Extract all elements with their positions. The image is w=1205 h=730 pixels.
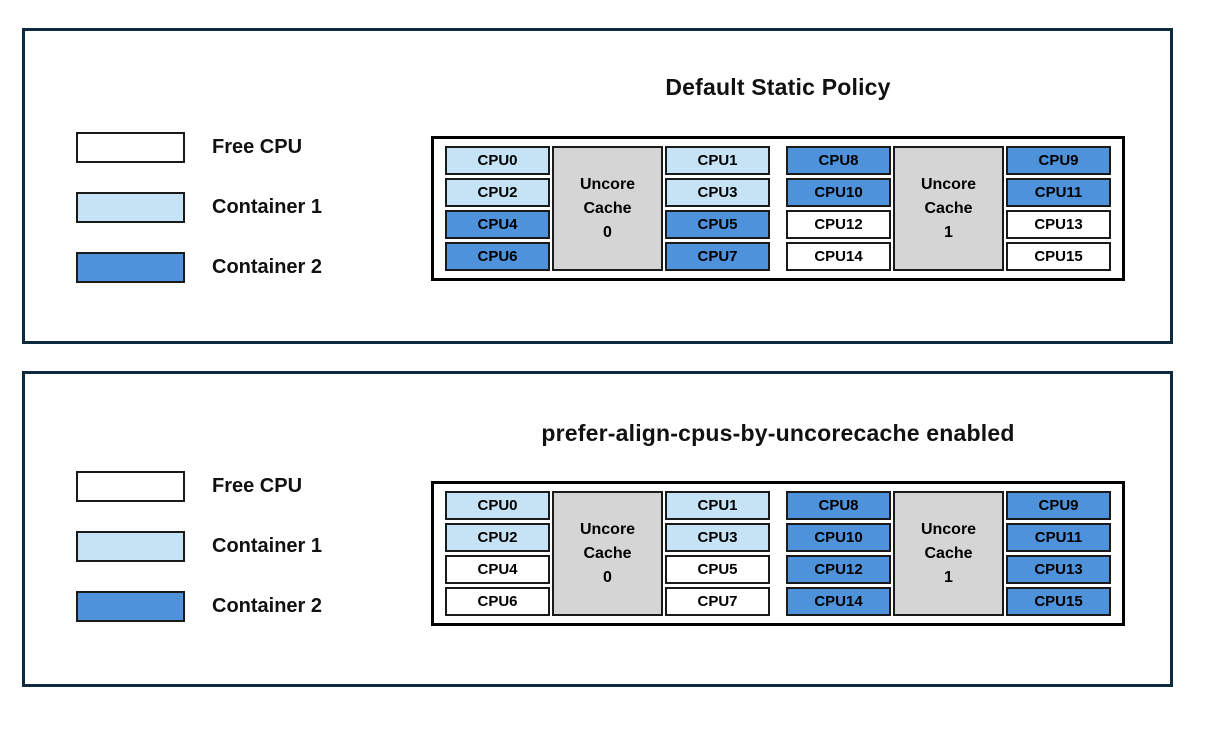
cpu-column-right: CPU1 CPU3 CPU5 CPU7 (665, 491, 770, 616)
legend-label: Container 1 (212, 196, 323, 218)
cpu-diagram: CPU0 CPU2 CPU4 CPU6 Uncore Cache 0 CPU1 … (431, 481, 1125, 626)
cpu-cell-cpu8: CPU8 (786, 491, 891, 520)
cpu-cell-cpu13: CPU13 (1006, 210, 1111, 239)
panel-default-static-policy: Default Static Policy Free CPU Container… (22, 28, 1173, 344)
legend-label: Container 2 (212, 256, 323, 278)
cpu-column-left: CPU0 CPU2 CPU4 CPU6 (445, 491, 550, 616)
uncore-group-0: CPU0 CPU2 CPU4 CPU6 Uncore Cache 0 CPU1 … (445, 146, 770, 271)
legend-swatch-free-cpu (76, 132, 185, 163)
legend-swatch-container-1 (76, 531, 185, 562)
cpu-cell-cpu7: CPU7 (665, 587, 770, 616)
cpu-cell-cpu5: CPU5 (665, 210, 770, 239)
uncore-cache-label-line: Cache (924, 544, 973, 562)
cpu-cell-cpu0: CPU0 (445, 146, 550, 175)
legend-item-container-2: Container 2 (76, 591, 322, 622)
legend-label: Free CPU (212, 136, 303, 158)
legend-item-container-2: Container 2 (76, 252, 322, 283)
cpu-cell-cpu9: CPU9 (1006, 146, 1111, 175)
cpu-cell-cpu7: CPU7 (665, 242, 770, 271)
uncore-cache-label-line: 1 (944, 223, 953, 241)
cpu-cell-cpu1: CPU1 (665, 146, 770, 175)
uncore-group-1: CPU8 CPU10 CPU12 CPU14 Uncore Cache 1 CP… (786, 146, 1111, 271)
uncore-cache-label-line: Cache (583, 544, 632, 562)
uncore-group-0: CPU0 CPU2 CPU4 CPU6 Uncore Cache 0 CPU1 … (445, 491, 770, 616)
legend-label: Container 2 (212, 595, 323, 617)
uncore-cache-label-line: Uncore (920, 520, 977, 538)
cpu-cell-cpu12: CPU12 (786, 555, 891, 584)
legend-swatch-container-2 (76, 591, 185, 622)
uncore-cache-label-line: 1 (944, 568, 953, 586)
cpu-cell-cpu1: CPU1 (665, 491, 770, 520)
legend-swatch-container-1 (76, 192, 185, 223)
cpu-cell-cpu15: CPU15 (1006, 587, 1111, 616)
uncore-cache-1-box: Uncore Cache 1 (893, 146, 1004, 271)
cpu-column-right: CPU1 CPU3 CPU5 CPU7 (665, 146, 770, 271)
cpu-cell-cpu4: CPU4 (445, 555, 550, 584)
cpu-column-left: CPU8 CPU10 CPU12 CPU14 (786, 491, 891, 616)
legend-swatch-container-2 (76, 252, 185, 283)
cpu-cell-cpu11: CPU11 (1006, 178, 1111, 207)
cpu-cell-cpu14: CPU14 (786, 242, 891, 271)
panel-title: Default Static Policy (665, 74, 891, 100)
cpu-cell-cpu10: CPU10 (786, 523, 891, 552)
legend-item-container-1: Container 1 (76, 192, 322, 223)
cpu-cell-cpu6: CPU6 (445, 587, 550, 616)
legend-swatch-free-cpu (76, 471, 185, 502)
legend-label: Free CPU (212, 475, 303, 497)
cpu-column-right: CPU9 CPU11 CPU13 CPU15 (1006, 491, 1111, 616)
uncore-cache-0-box: Uncore Cache 0 (552, 491, 663, 616)
uncore-cache-label-line: 0 (603, 568, 612, 586)
cpu-cell-cpu11: CPU11 (1006, 523, 1111, 552)
uncore-cache-label-line: Uncore (579, 175, 636, 193)
cpu-cell-cpu9: CPU9 (1006, 491, 1111, 520)
uncore-cache-label-line: 0 (603, 223, 612, 241)
cpu-cell-cpu3: CPU3 (665, 523, 770, 552)
cpu-cell-cpu13: CPU13 (1006, 555, 1111, 584)
cpu-cell-cpu3: CPU3 (665, 178, 770, 207)
cpu-cell-cpu0: CPU0 (445, 491, 550, 520)
cpu-cell-cpu2: CPU2 (445, 178, 550, 207)
legend-item-container-1: Container 1 (76, 531, 322, 562)
cpu-cell-cpu8: CPU8 (786, 146, 891, 175)
uncore-cache-1-box: Uncore Cache 1 (893, 491, 1004, 616)
uncore-cache-label-line: Uncore (579, 520, 636, 538)
cpu-cell-cpu10: CPU10 (786, 178, 891, 207)
cpu-cell-cpu2: CPU2 (445, 523, 550, 552)
cpu-cell-cpu5: CPU5 (665, 555, 770, 584)
cpu-diagram: CPU0 CPU2 CPU4 CPU6 Uncore Cache 0 CPU1 … (431, 136, 1125, 281)
uncore-cache-label-line: Uncore (920, 175, 977, 193)
legend-label: Container 1 (212, 535, 323, 557)
cpu-column-right: CPU9 CPU11 CPU13 CPU15 (1006, 146, 1111, 271)
cpu-column-left: CPU8 CPU10 CPU12 CPU14 (786, 146, 891, 271)
panel-title: prefer-align-cpus-by-uncorecache enabled (541, 420, 1015, 446)
cpu-cell-cpu4: CPU4 (445, 210, 550, 239)
legend-item-free-cpu: Free CPU (76, 471, 302, 502)
uncore-cache-0-box: Uncore Cache 0 (552, 146, 663, 271)
uncore-group-1: CPU8 CPU10 CPU12 CPU14 Uncore Cache 1 CP… (786, 491, 1111, 616)
panel-prefer-align-uncorecache: prefer-align-cpus-by-uncorecache enabled… (22, 371, 1173, 687)
cpu-cell-cpu6: CPU6 (445, 242, 550, 271)
cpu-cell-cpu15: CPU15 (1006, 242, 1111, 271)
cpu-cell-cpu12: CPU12 (786, 210, 891, 239)
legend-item-free-cpu: Free CPU (76, 132, 302, 163)
cpu-cell-cpu14: CPU14 (786, 587, 891, 616)
uncore-cache-label-line: Cache (583, 199, 632, 217)
uncore-cache-label-line: Cache (924, 199, 973, 217)
cpu-column-left: CPU0 CPU2 CPU4 CPU6 (445, 146, 550, 271)
